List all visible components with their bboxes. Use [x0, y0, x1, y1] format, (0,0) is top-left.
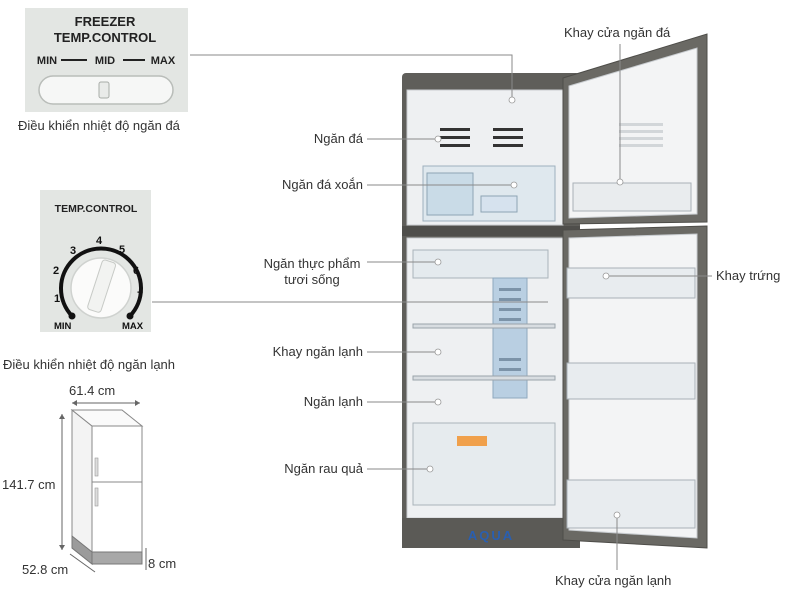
refrigerator-illustration: AQUA	[402, 33, 708, 549]
freezer-scale-min: MIN	[37, 55, 57, 67]
freezer-title-line1: FREEZER	[75, 14, 136, 29]
callout-khay-cua-ngan-lanh: Khay cửa ngăn lạnh	[555, 573, 672, 588]
dial-number-3: 3	[70, 245, 76, 257]
door-shelf-bottom	[566, 479, 696, 529]
dimension-diagram	[59, 400, 147, 573]
callout-ngan-da: Ngăn đá	[313, 131, 363, 146]
dial-grip[interactable]	[87, 259, 117, 313]
callout-khay-ngan-lanh: Khay ngăn lạnh	[272, 344, 363, 359]
callout-ngan-thuc-pham: Ngăn thực phẩm tươi sống	[252, 256, 372, 288]
fridge-temp-control-panel: TEMP.CONTROL 1 2 3 4 5 6 7 MIN MAX	[40, 190, 151, 332]
dial-number-1: 1	[54, 293, 60, 305]
dimension-base: 8 cm	[148, 556, 177, 571]
door-shelf-middle	[566, 362, 696, 400]
callout-ngan-da-xoan: Ngăn đá xoắn	[282, 177, 363, 192]
dimension-width: 61.4 cm	[69, 383, 116, 398]
callout-ngan-lanh: Ngăn lạnh	[303, 394, 363, 409]
egg-tray	[566, 267, 696, 299]
fridge-shelf-2	[412, 375, 556, 381]
fridge-shelf-1	[412, 323, 556, 329]
callout-khay-cua-ngan-da: Khay cửa ngăn đá	[564, 25, 671, 40]
brand-logo: AQUA	[468, 528, 514, 543]
freezer-scale-mid: MID	[95, 55, 115, 67]
fridge-box-front	[91, 425, 143, 565]
dial-number-5: 5	[119, 244, 125, 256]
dial-number-6: 6	[133, 265, 139, 277]
dimension-height: 141.7 cm	[2, 477, 56, 492]
callout-ngan-thuc-pham-line1: Ngăn thực phẩm	[263, 256, 361, 271]
dial-number-4: 4	[96, 235, 103, 247]
freezer-title-line2: TEMP.CONTROL	[54, 30, 156, 45]
dial-max-label: MAX	[122, 321, 144, 332]
fridge-control-graphic: TEMP.CONTROL 1 2 3 4 5 6 7 MIN MAX	[53, 203, 144, 332]
freezer-slider-knob[interactable]	[98, 81, 110, 99]
freezer-scale-max: MAX	[151, 55, 176, 67]
callout-khay-trung: Khay trứng	[716, 268, 781, 283]
dial-min-label: MIN	[54, 321, 72, 332]
dimension-depth: 52.8 cm	[22, 562, 69, 577]
callout-ngan-rau-qua: Ngăn rau quả	[284, 461, 363, 476]
fridge-control-title: TEMP.CONTROL	[55, 203, 138, 215]
dial-number-2: 2	[53, 265, 59, 277]
fridge-control-caption: Điều khiển nhiệt độ ngăn lạnh	[3, 357, 176, 372]
freezer-control-caption: Điều khiển nhiệt độ ngăn đá	[18, 118, 180, 133]
fridge-box-base	[91, 551, 143, 565]
freezer-temp-control-panel: FREEZER TEMP.CONTROL MIN MID MAX	[25, 8, 188, 112]
callout-ngan-thuc-pham-line2: tươi sống	[284, 272, 340, 287]
freezer-door-tray	[572, 182, 692, 212]
dial-scale-arc	[59, 246, 143, 318]
dial-number-7: 7	[137, 290, 143, 302]
freezer-control-graphic: FREEZER TEMP.CONTROL MIN MID MAX	[37, 14, 176, 105]
